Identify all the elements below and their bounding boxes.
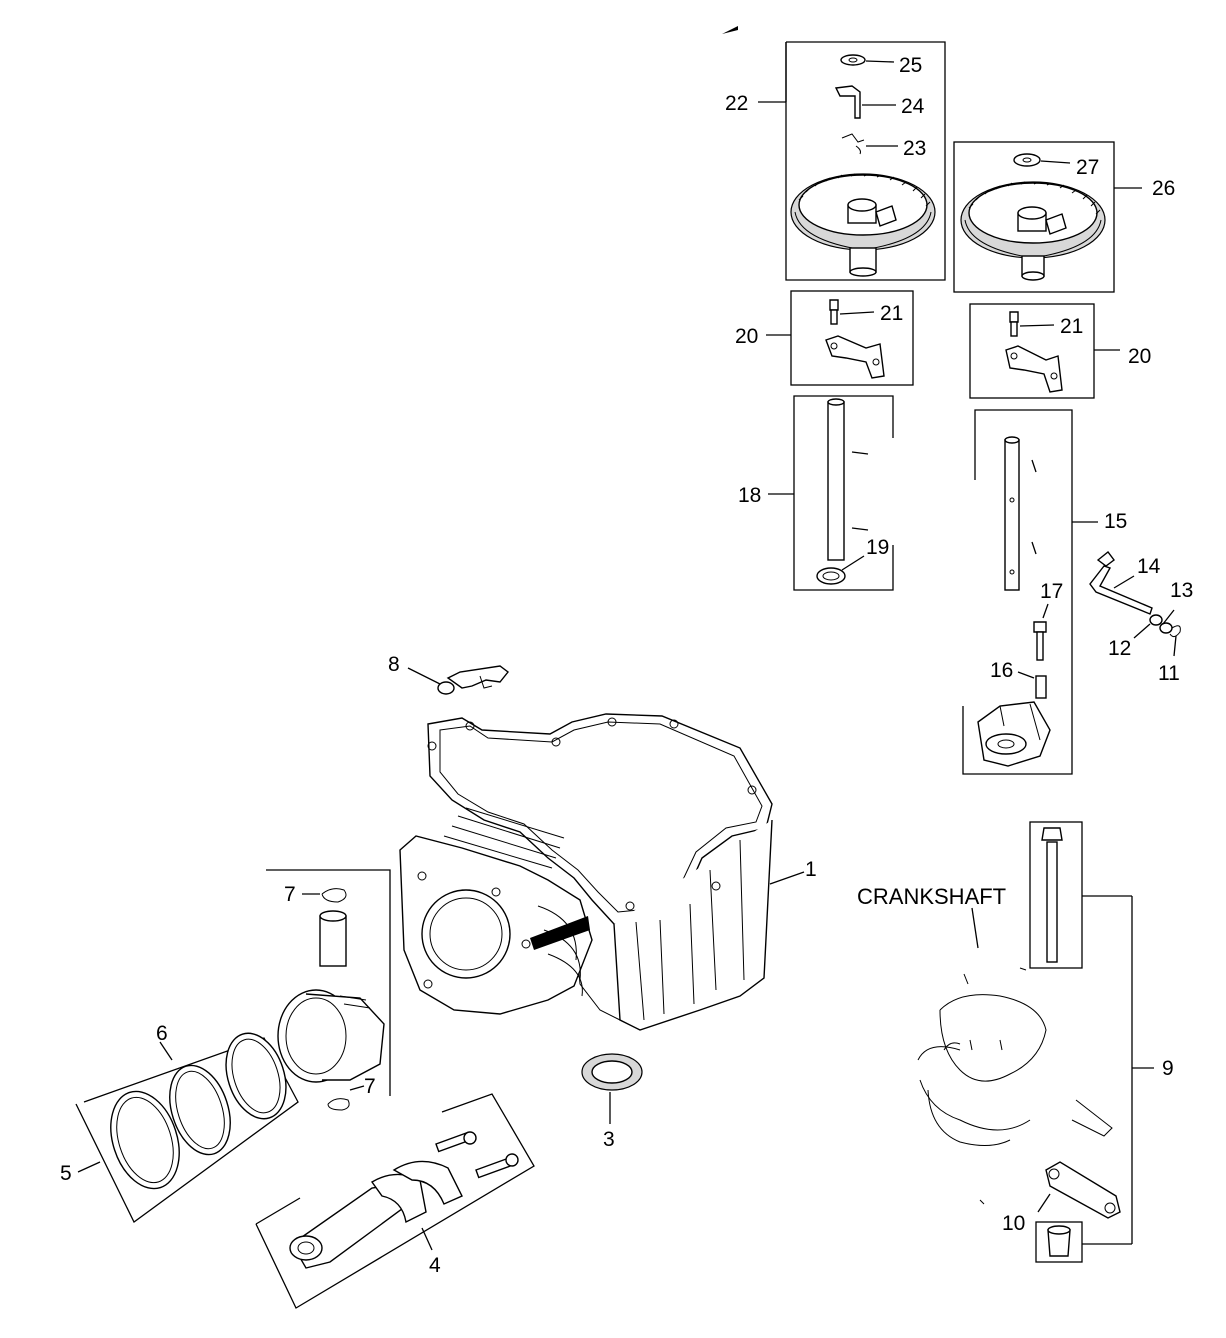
label-26: 26 xyxy=(1152,177,1175,200)
label-4: 4 xyxy=(429,1254,441,1277)
group-26-crank-gear xyxy=(953,141,1142,293)
label-1: 1 xyxy=(805,858,817,881)
label-23: 23 xyxy=(903,137,926,160)
crankshaft-label: CRANKSHAFT xyxy=(857,884,1006,909)
group-9-crankshaft xyxy=(917,821,1154,1263)
label-20-right: 20 xyxy=(1128,345,1151,368)
label-11: 11 xyxy=(1158,662,1180,685)
label-16: 16 xyxy=(990,659,1013,682)
group-20-right-lifter xyxy=(969,303,1120,399)
label-25: 25 xyxy=(899,54,922,77)
label-24: 24 xyxy=(901,95,925,118)
piston-rings xyxy=(75,1032,299,1223)
label-20-left: 20 xyxy=(735,325,758,348)
part-8-breather xyxy=(407,665,509,695)
governor-lever-parts xyxy=(1089,551,1181,657)
label-19: 19 xyxy=(866,536,889,559)
label-7-bottom: 7 xyxy=(364,1075,376,1098)
group-22-camshaft-gear xyxy=(758,41,946,281)
piston-group xyxy=(266,869,391,1111)
label-8: 8 xyxy=(388,653,400,676)
group-15-governor-assembly xyxy=(962,409,1098,775)
label-5: 5 xyxy=(60,1162,72,1185)
label-22: 22 xyxy=(725,92,748,115)
label-13: 13 xyxy=(1170,579,1193,602)
label-21-left: 21 xyxy=(880,302,903,325)
corner-marker xyxy=(722,26,738,34)
group-20-left-lifter xyxy=(766,290,914,386)
callout-labels: 25 22 24 23 27 26 21 20 21 20 18 15 19 1… xyxy=(60,54,1193,1277)
label-17: 17 xyxy=(1040,580,1063,603)
label-15: 15 xyxy=(1104,510,1127,533)
label-21-right: 21 xyxy=(1060,315,1083,338)
label-27: 27 xyxy=(1076,156,1099,179)
label-12: 12 xyxy=(1108,637,1131,660)
label-14: 14 xyxy=(1137,555,1161,578)
label-3: 3 xyxy=(603,1128,615,1151)
part-4-connecting-rod xyxy=(255,1093,535,1309)
label-9: 9 xyxy=(1162,1057,1174,1080)
label-7-top: 7 xyxy=(284,883,296,906)
part-1-crankcase xyxy=(399,713,805,1031)
label-10: 10 xyxy=(1002,1212,1025,1235)
group-18-pushrod-shaft xyxy=(768,395,894,591)
label-18: 18 xyxy=(738,484,761,507)
part-3-oil-seal xyxy=(581,1053,643,1124)
label-6: 6 xyxy=(156,1022,168,1045)
